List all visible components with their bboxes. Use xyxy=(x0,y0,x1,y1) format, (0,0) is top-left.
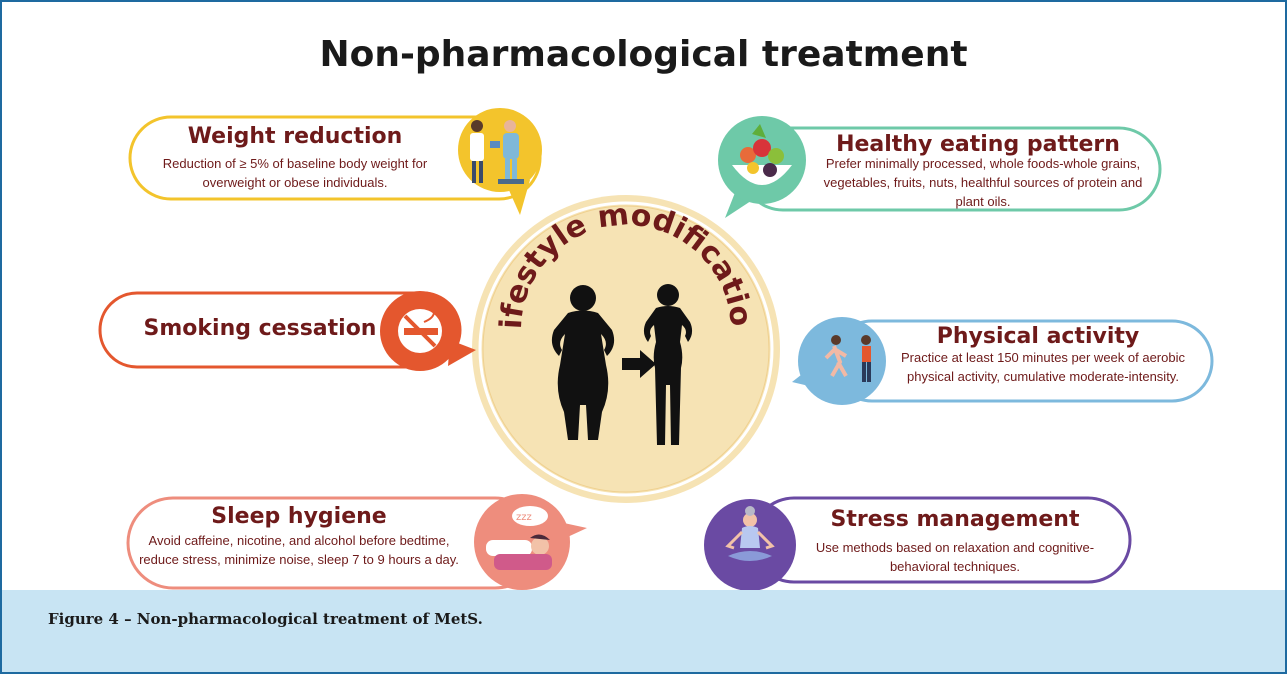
page-title: Non-pharmacological treatment xyxy=(319,34,968,75)
svg-text:zzz: zzz xyxy=(516,512,532,523)
body-silhouettes-icon xyxy=(551,284,693,445)
center-circle xyxy=(472,195,780,503)
weight-card-description: Reduction of ≥ 5% of baseline body weigh… xyxy=(162,156,428,190)
sleeping-person-icon: zzz xyxy=(474,494,587,590)
sleep-card-description: Avoid caffeine, nicotine, and alcohol be… xyxy=(139,533,459,567)
activity-card-description: Practice at least 150 minutes per week o… xyxy=(901,350,1185,384)
eating-card-description: Prefer minimally processed, whole foods-… xyxy=(823,156,1143,209)
running-exercise-icon xyxy=(792,317,886,405)
no-smoking-icon xyxy=(380,291,476,371)
weight-card-title: Weight reduction xyxy=(187,124,403,149)
stress-card-description: Use methods based on relaxation and cogn… xyxy=(815,540,1095,574)
caption-bar xyxy=(2,590,1285,672)
smoking-card-title: Smoking cessation xyxy=(143,316,377,341)
eating-card-title: Healthy eating pattern xyxy=(836,132,1120,157)
meditation-icon xyxy=(704,499,796,591)
activity-card-title: Physical activity xyxy=(936,324,1140,349)
sleep-card-title: Sleep hygiene xyxy=(211,504,387,529)
smoking-card-outline xyxy=(98,291,462,369)
salad-bowl-icon xyxy=(718,116,806,218)
doctor-scale-icon xyxy=(458,108,542,215)
stress-card-title: Stress management xyxy=(830,507,1080,532)
figure-caption: Figure 4 – Non-pharmacological treatment… xyxy=(48,610,483,628)
